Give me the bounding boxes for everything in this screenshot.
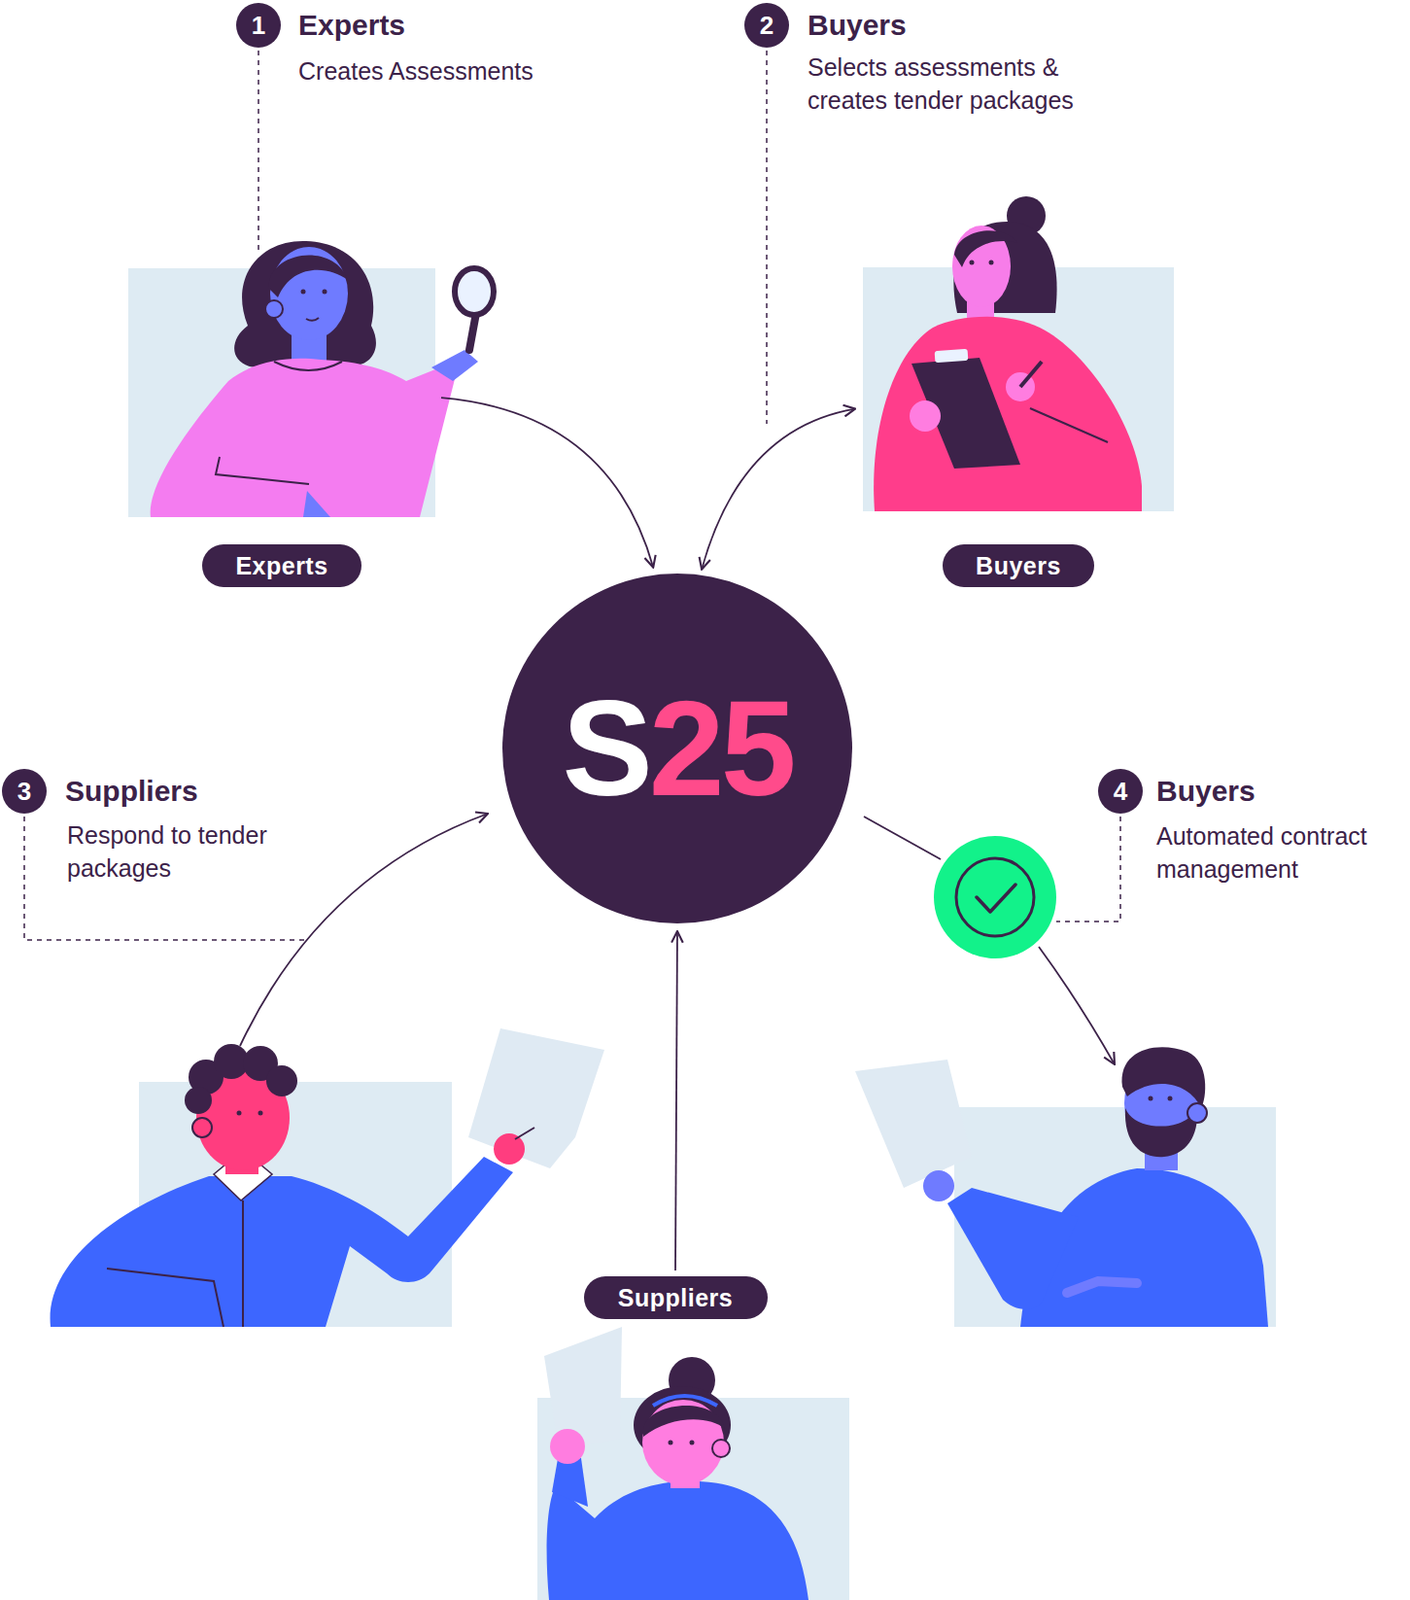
expert-figure-part	[431, 349, 479, 381]
buyer-figure-part	[855, 1059, 972, 1188]
supplier-figure	[50, 1028, 605, 1327]
supplier-figure-part	[550, 1428, 585, 1464]
callout-text: Creates Assessments	[298, 54, 620, 88]
buyer-figure-part	[947, 1187, 1079, 1309]
expert-figure-part	[274, 361, 343, 371]
supplier-figure-part	[642, 1399, 724, 1485]
buyer-figure-part	[1187, 1102, 1207, 1123]
expert-figure	[150, 240, 494, 517]
supplier-figure-part	[689, 1440, 695, 1445]
callout-text: Respond to tender packages	[67, 818, 272, 885]
supplier-figure-part	[192, 1117, 212, 1137]
buyer-figure-part	[1066, 1280, 1137, 1293]
callout-text: Automated contract management	[1156, 819, 1400, 886]
background-panel	[128, 267, 1276, 1600]
supplier-figure-part	[668, 1440, 674, 1445]
buyer-figure-part	[954, 230, 1019, 268]
supplier-figure-part	[106, 1268, 224, 1327]
callout-number: 4	[1098, 768, 1143, 814]
buyer-figure-part	[1125, 1107, 1198, 1157]
supplier-figure-part	[266, 1065, 298, 1097]
buyer-figure	[873, 196, 1142, 512]
expert-panel: Experts	[128, 268, 436, 517]
expert-figure-part	[215, 456, 310, 484]
callout-text: Selects assessments & creates tender pac…	[807, 50, 1129, 117]
check-badge-part	[956, 858, 1034, 936]
supplier-figure-part	[237, 1110, 242, 1116]
expert-figure-part	[265, 300, 283, 318]
callout-heading: Experts	[298, 7, 406, 43]
check-badge-part	[976, 884, 1016, 912]
buyer-figure	[855, 1046, 1269, 1327]
supplier-figure-part	[643, 1405, 725, 1437]
supplier-pill: Suppliers	[584, 1275, 768, 1319]
role-pill: Buyers	[942, 544, 1095, 587]
logo-text: S25	[561, 675, 792, 822]
supplier-figure-part	[241, 1200, 244, 1327]
expert-figure-part	[301, 289, 307, 295]
expert-figure-part	[268, 255, 348, 298]
expert-figure-part	[150, 358, 457, 517]
role-pill-text: Suppliers	[618, 1281, 733, 1313]
supplier-figure-part	[544, 1326, 622, 1450]
leader-line-part	[1056, 816, 1121, 922]
check-badge-part	[933, 835, 1057, 959]
supplier-figure-part	[712, 1439, 730, 1457]
supplier-figure-part	[515, 1127, 535, 1139]
buyer-figure-part	[1122, 1046, 1206, 1108]
expert-figure-part	[469, 312, 477, 350]
callout-number: 2	[744, 2, 790, 48]
flow-arrow-part	[240, 813, 488, 1046]
buyer-figure-part	[1030, 408, 1108, 443]
expert-figure-part	[306, 317, 319, 321]
flow-arrow-part	[863, 816, 941, 860]
buyer-figure-part	[989, 260, 995, 266]
supplier-figure-part	[258, 1110, 264, 1116]
leader-line-part	[765, 50, 768, 424]
callout-heading: Buyers	[807, 7, 907, 43]
platform-circle: S25	[502, 573, 853, 924]
flow-connector	[701, 409, 856, 570]
callout-heading: Suppliers	[65, 773, 199, 809]
flow-arrow-part	[1038, 946, 1115, 1065]
buyer-figure-part	[1168, 1096, 1173, 1101]
buyer-figure-part	[909, 400, 941, 432]
check-badge	[933, 835, 1057, 959]
buyer-figure-part	[923, 1169, 955, 1202]
supplier-figure	[544, 1326, 809, 1600]
supplier-figure-part	[653, 1395, 718, 1406]
supplier-figure-part	[468, 1028, 605, 1169]
buyer-figure-part	[1148, 1096, 1154, 1101]
buyer-figure-part	[873, 316, 1142, 512]
buyer-figure-part	[1020, 361, 1042, 387]
callout-number: 1	[236, 2, 281, 48]
flow-connector	[441, 397, 654, 568]
supplier-figure-part	[50, 1156, 514, 1327]
buyer-figure-part	[969, 260, 975, 266]
expert-figure-part	[454, 268, 494, 315]
callout-number: 3	[1, 768, 47, 814]
buyer-panel: Buyers	[862, 267, 1174, 512]
leader-line-part	[257, 50, 260, 250]
expert-figure-part	[303, 490, 331, 517]
expert-figure-part	[234, 240, 377, 368]
supplier-figure-part	[493, 1133, 525, 1165]
role-pill: Experts	[202, 544, 361, 587]
callout-heading: Buyers	[1156, 773, 1256, 809]
buyer-figure-part	[934, 348, 969, 363]
expert-figure-part	[322, 289, 328, 295]
flow-connector	[675, 930, 678, 1271]
supplier-figure-part	[184, 1086, 212, 1114]
leader-line-part	[24, 816, 307, 940]
